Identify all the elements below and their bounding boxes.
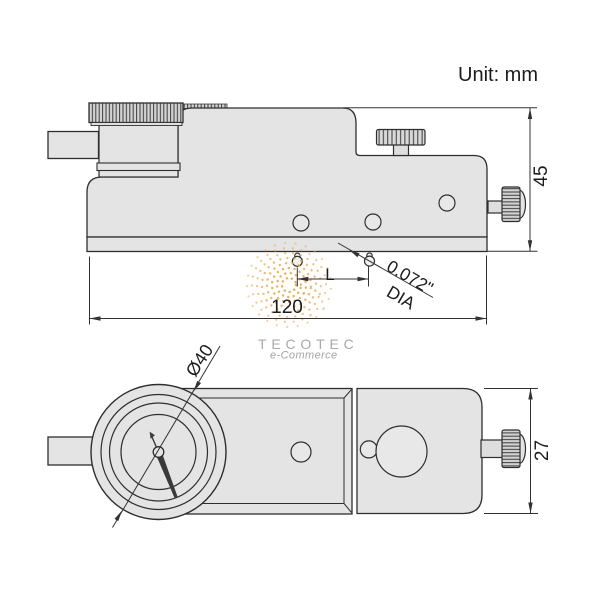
end-block-large-hole [375, 425, 428, 478]
front-spindle [47, 436, 96, 466]
dial-face [90, 383, 227, 521]
side-knob-stem [487, 200, 504, 214]
body-hole-1 [292, 214, 310, 232]
front-knob-head [501, 429, 521, 469]
dim-side-length: 120 [271, 297, 303, 318]
dim-front-height: 27 [532, 440, 553, 461]
beam-hole [290, 441, 312, 463]
body-hole-3 [438, 194, 456, 212]
front-view [47, 383, 527, 521]
base-plate [86, 236, 488, 253]
end-block-small-hole [359, 440, 378, 459]
clamp-screw-stem [392, 143, 410, 157]
unit-note: Unit: mm [458, 64, 538, 86]
side-spindle [47, 130, 100, 160]
front-knob-stem [480, 439, 504, 459]
watermark-subtitle: e-Commerce [270, 350, 338, 362]
front-view-dimension-arrows [114, 380, 533, 522]
side-view-dimension-arrows [89, 108, 533, 321]
dial-column-flange [96, 162, 181, 172]
body-hole-2 [364, 213, 382, 231]
side-knob-head [501, 186, 521, 223]
bezel-lip [90, 122, 183, 126]
dim-contact-spacing: L [325, 265, 334, 284]
watermark-brand: TECOTEC [258, 336, 359, 352]
watermark-dot-spiral [245, 241, 333, 329]
front-view-dimensions [112, 345, 538, 528]
beam-chamfer-lines [180, 389, 352, 513]
knurled-bezel [88, 102, 184, 124]
clamp-screw-head [375, 128, 426, 146]
dim-side-height: 45 [531, 165, 552, 186]
side-view [47, 102, 527, 267]
